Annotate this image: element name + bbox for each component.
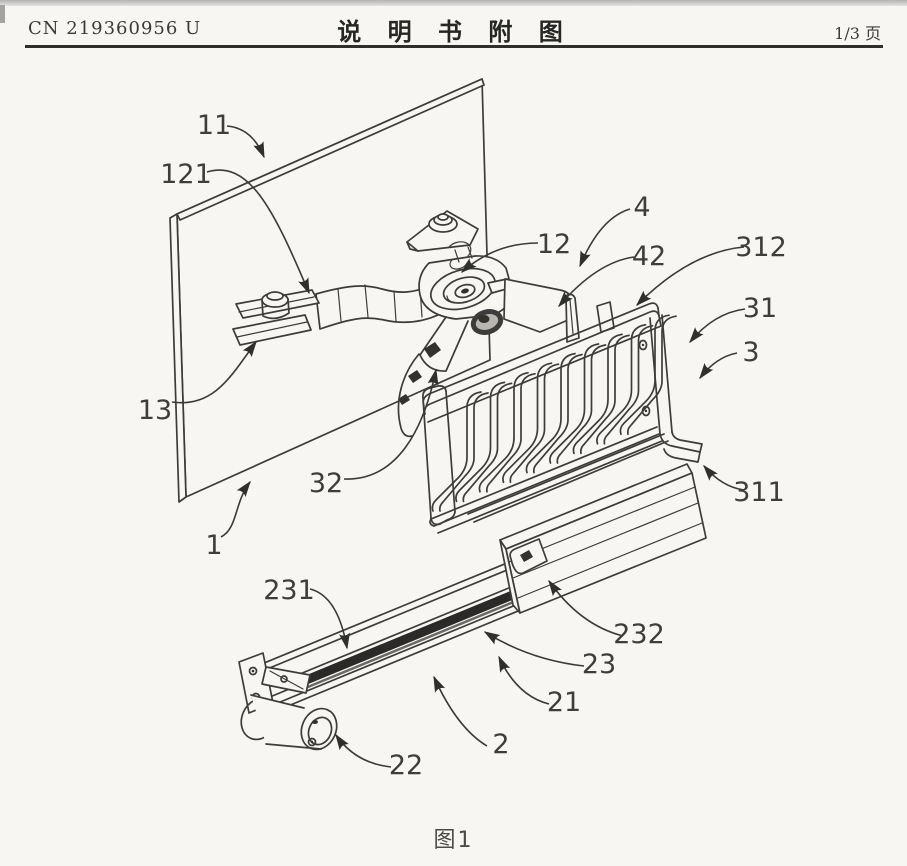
display-panel	[169, 78, 491, 503]
slide-stop-232	[509, 538, 548, 575]
scan-edge-top	[0, 0, 907, 6]
reference-labels: 11 121 13 1 12 4 42 312 31 3 311 32 231 …	[138, 110, 787, 781]
leader-line-11	[226, 125, 265, 159]
page-number: 1/3 页	[834, 24, 881, 43]
hook-clip	[397, 342, 441, 438]
lower-joint-body	[419, 316, 469, 372]
leader-line-12	[460, 242, 539, 273]
ref-label-2: 2	[492, 729, 509, 760]
header-rule	[25, 45, 883, 48]
leader-line-31	[689, 308, 746, 344]
leader-line-121	[206, 169, 310, 295]
bracket-4	[503, 278, 615, 343]
rack-left-post	[422, 385, 456, 526]
leader-line-232	[548, 579, 624, 637]
rack-feet-bar	[429, 426, 663, 534]
ref-label-232: 232	[613, 619, 665, 650]
clamp-bolt	[261, 291, 290, 320]
rack-foot-311	[663, 448, 701, 463]
leader-line-4	[579, 208, 631, 268]
leader-line-311	[703, 464, 745, 491]
leader-line-13	[171, 340, 257, 404]
base-block	[499, 463, 707, 614]
top-bracket	[406, 210, 479, 252]
leader-lines	[171, 125, 746, 768]
ref-label-3: 3	[742, 337, 759, 368]
leader-line-1	[220, 480, 251, 538]
patent-number: CN 219360956 U	[28, 18, 202, 39]
grip-strip	[297, 575, 551, 688]
ref-label-11: 11	[197, 110, 231, 141]
ref-label-22: 22	[389, 750, 423, 781]
pivot-joint	[429, 267, 497, 311]
ref-label-4: 4	[633, 192, 650, 223]
ref-label-23: 23	[582, 649, 616, 680]
ref-label-12: 12	[537, 229, 571, 260]
ref-label-13: 13	[138, 395, 172, 426]
leader-line-231	[309, 588, 350, 650]
ref-label-42: 42	[632, 241, 666, 272]
ref-label-121: 121	[160, 159, 212, 190]
scan-edge-corner	[0, 5, 5, 23]
ref-label-1: 1	[205, 530, 222, 561]
figure-caption: 图1	[433, 828, 474, 853]
mounting-arm	[232, 210, 513, 372]
cylinder-face	[300, 707, 338, 751]
leader-line-23	[483, 631, 585, 667]
ref-label-312: 312	[735, 232, 787, 263]
leader-line-2	[433, 675, 488, 747]
document-title: 说 明 书 附 图	[337, 18, 572, 46]
leader-line-21	[498, 655, 550, 705]
motor-cylinder	[240, 694, 338, 751]
rack-right-post	[649, 314, 703, 463]
leader-line-312	[635, 246, 745, 307]
ref-label-231: 231	[263, 575, 315, 606]
leader-line-32	[343, 368, 439, 480]
page-header: CN 219360956 U 说 明 书 附 图 1/3 页	[28, 10, 881, 46]
ref-label-21: 21	[547, 687, 581, 718]
leader-line-3	[699, 352, 738, 380]
leader-line-42	[558, 256, 635, 308]
leader-line-22	[335, 733, 392, 768]
ref-label-32: 32	[309, 468, 343, 499]
belt-clamp-plate	[261, 666, 311, 694]
ref-label-31: 31	[743, 293, 777, 324]
ref-label-311: 311	[733, 477, 785, 508]
